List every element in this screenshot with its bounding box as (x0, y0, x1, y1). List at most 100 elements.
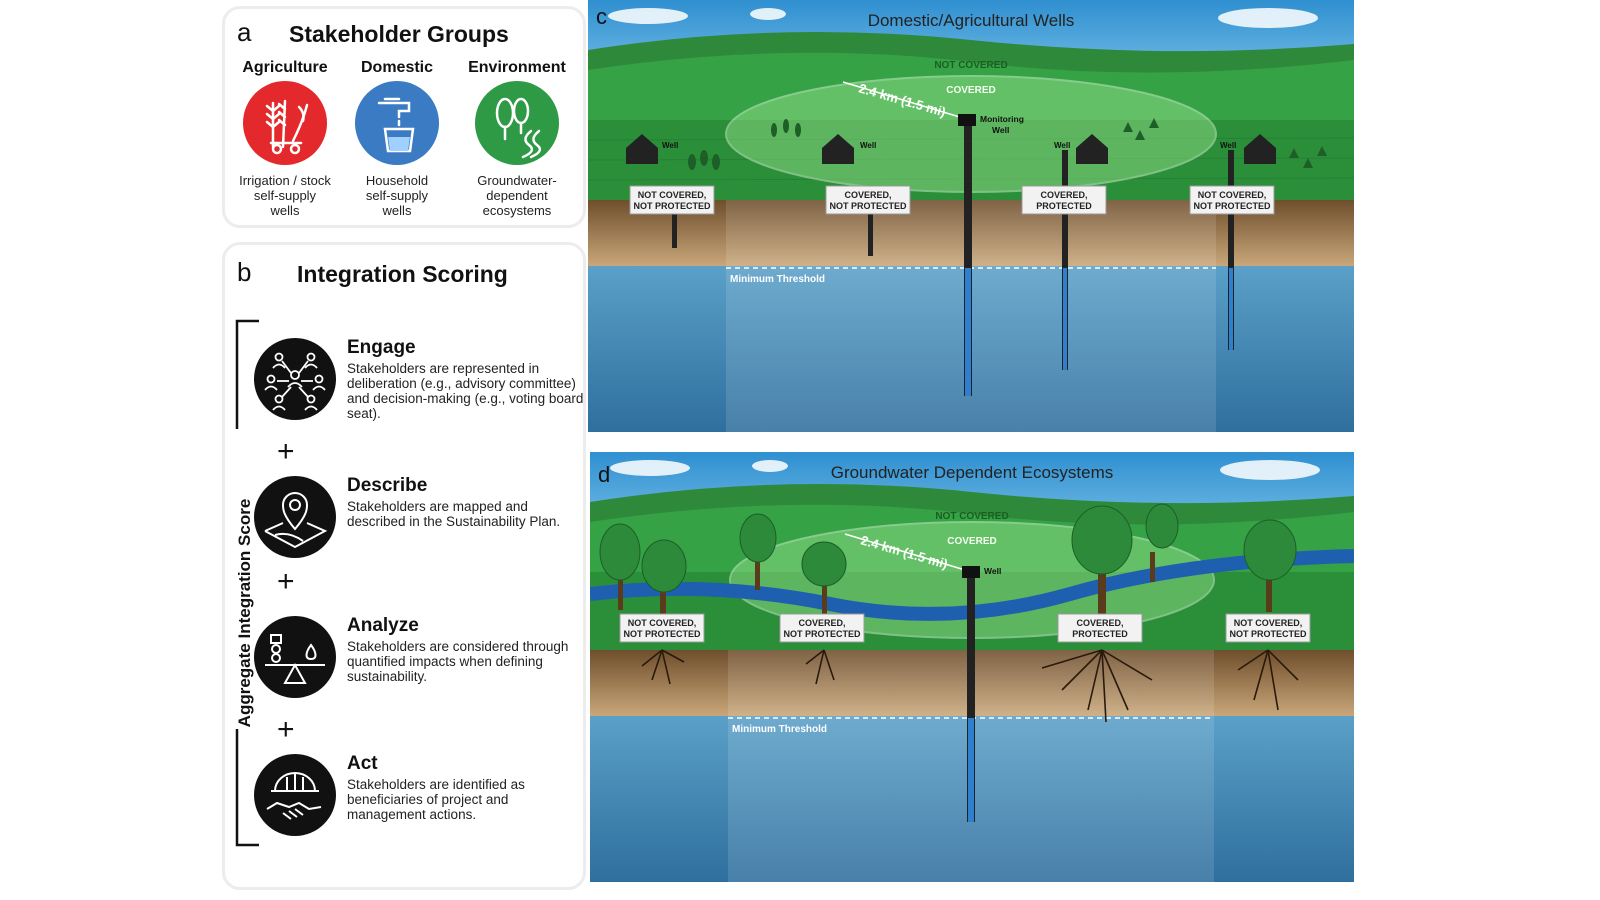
sign-line: NOT PROTECTED (1229, 629, 1307, 639)
cloud (1220, 460, 1320, 480)
plus-sign: + (277, 713, 295, 746)
house-icon (1076, 134, 1108, 164)
sign-line: NOT COVERED, (1234, 618, 1303, 628)
covered-label: COVERED (946, 85, 995, 96)
tree-icon (1243, 519, 1297, 581)
panel-d-ecosystems-diagram: NOT COVERED, NOT PROTECTED COVERED, NOT … (589, 452, 1355, 882)
panel-a-title: Stakeholder Groups (289, 21, 509, 47)
trees-stream-icon (475, 81, 559, 165)
sign-line: NOT PROTECTED (623, 629, 701, 639)
step-engage: Engage Stakeholders are represented in d… (253, 337, 583, 427)
radius-line (842, 81, 964, 119)
panel-a-stakeholder-groups: a Stakeholder Groups Agriculture Irrigat… (222, 6, 586, 228)
monitoring-well-label: Well (992, 125, 1009, 135)
cloud (752, 460, 788, 472)
group-desc-line: self-supply (253, 188, 317, 203)
panel-a-label: a (237, 17, 252, 47)
step-description: Stakeholders are mapped and described in… (347, 499, 561, 529)
radius-line (844, 533, 966, 571)
covered-label: COVERED (947, 536, 996, 547)
balance-scale-icon (253, 615, 337, 699)
well-shaft (672, 190, 677, 248)
group-desc-line: wells (270, 203, 300, 218)
wells (672, 114, 1234, 396)
threshold-label: Minimum Threshold (730, 274, 825, 285)
sign-line: NOT PROTECTED (829, 201, 907, 211)
well-shaft (868, 190, 873, 256)
step-name: Act (347, 753, 378, 774)
group-environment: Environment Groundwater- dependent ecosy… (457, 59, 577, 218)
panel-b-title: Integration Scoring (297, 261, 508, 287)
well-water (1229, 268, 1233, 350)
plus-sign: + (277, 565, 295, 598)
well-label: Well (860, 141, 876, 150)
well-label: Well (1054, 141, 1070, 150)
trees (599, 503, 1297, 616)
tree-icon (1071, 505, 1133, 575)
group-desc-line: Household (365, 173, 429, 188)
well-head (962, 566, 980, 578)
group-name: Agriculture (242, 59, 328, 76)
panel-c-title: Domestic/Agricultural Wells (868, 11, 1075, 30)
cloud (610, 460, 690, 476)
sign-line: PROTECTED (1072, 629, 1128, 639)
house-icon (626, 134, 658, 164)
group-desc-line: Groundwater- (477, 173, 557, 188)
well-water (1063, 268, 1067, 370)
step-description: Stakeholders are represented in delibera… (347, 361, 584, 421)
roots (641, 649, 1299, 723)
panel-d-label: d (598, 462, 610, 487)
tree-icon (801, 541, 847, 587)
crops (688, 118, 1327, 170)
sign-line: COVERED, (798, 618, 845, 628)
not-covered-label: NOT COVERED (935, 511, 1008, 522)
panel-c-label: c (596, 4, 607, 29)
panel-c-wells-diagram: NOT COVERED, NOT PROTECTED COVERED, NOT … (587, 0, 1355, 432)
monitoring-well-shaft (964, 120, 972, 396)
people-network-icon (253, 337, 337, 421)
sign-line: NOT PROTECTED (783, 629, 861, 639)
group-desc-line: ecosystems (482, 203, 552, 218)
step-name: Describe (347, 475, 428, 496)
status-signs (619, 613, 1311, 643)
sign-line: NOT COVERED, (628, 618, 697, 628)
not-covered-label: NOT COVERED (934, 60, 1007, 71)
house-icon (822, 134, 854, 164)
tree-icon (641, 539, 687, 593)
panel-b-integration-scoring: b Integration Scoring Aggregate Integrat… (222, 242, 586, 890)
step-name: Engage (347, 337, 416, 358)
group-desc-line: wells (382, 203, 412, 218)
score-bracket (235, 319, 259, 847)
tree-icon (599, 523, 641, 581)
aggregate-score-axis-label: Aggregate Integration Score (235, 498, 254, 728)
group-desc-line: dependent (486, 188, 548, 203)
sign-line: NOT COVERED, (1198, 190, 1267, 200)
panel-b-label: b (237, 257, 252, 287)
well-shaft (967, 572, 975, 822)
tree-icon (739, 513, 777, 563)
step-describe: Describe Stakeholders are mapped and des… (253, 475, 583, 565)
well-water (968, 718, 974, 822)
stream (589, 549, 1355, 621)
threshold-label: Minimum Threshold (732, 724, 827, 735)
house-icon (1244, 134, 1276, 164)
group-name: Environment (468, 59, 566, 76)
group-desc-line: self-supply (365, 188, 429, 203)
step-description: Stakeholders are considered through quan… (347, 639, 569, 684)
sign-line: COVERED, (1040, 190, 1087, 200)
monitoring-well-water (965, 268, 971, 396)
wheat-irrigation-icon (243, 81, 327, 165)
step-analyze: Analyze Stakeholders are considered thro… (253, 615, 583, 705)
cloud (750, 8, 786, 20)
group-agriculture: Agriculture Irrigation / stock self-supp… (225, 59, 345, 218)
group-domestic: Domestic Household self-supply wells (337, 59, 457, 218)
faucet-glass-icon (355, 81, 439, 165)
well-shaft (1228, 150, 1234, 350)
step-name: Analyze (347, 615, 419, 636)
hardhat-handshake-icon (253, 753, 337, 837)
cloud (1218, 8, 1318, 28)
group-desc-line: Irrigation / stock (239, 173, 331, 188)
cloud (608, 8, 688, 24)
sign-line: NOT COVERED, (638, 190, 707, 200)
well-shaft (1062, 150, 1068, 370)
